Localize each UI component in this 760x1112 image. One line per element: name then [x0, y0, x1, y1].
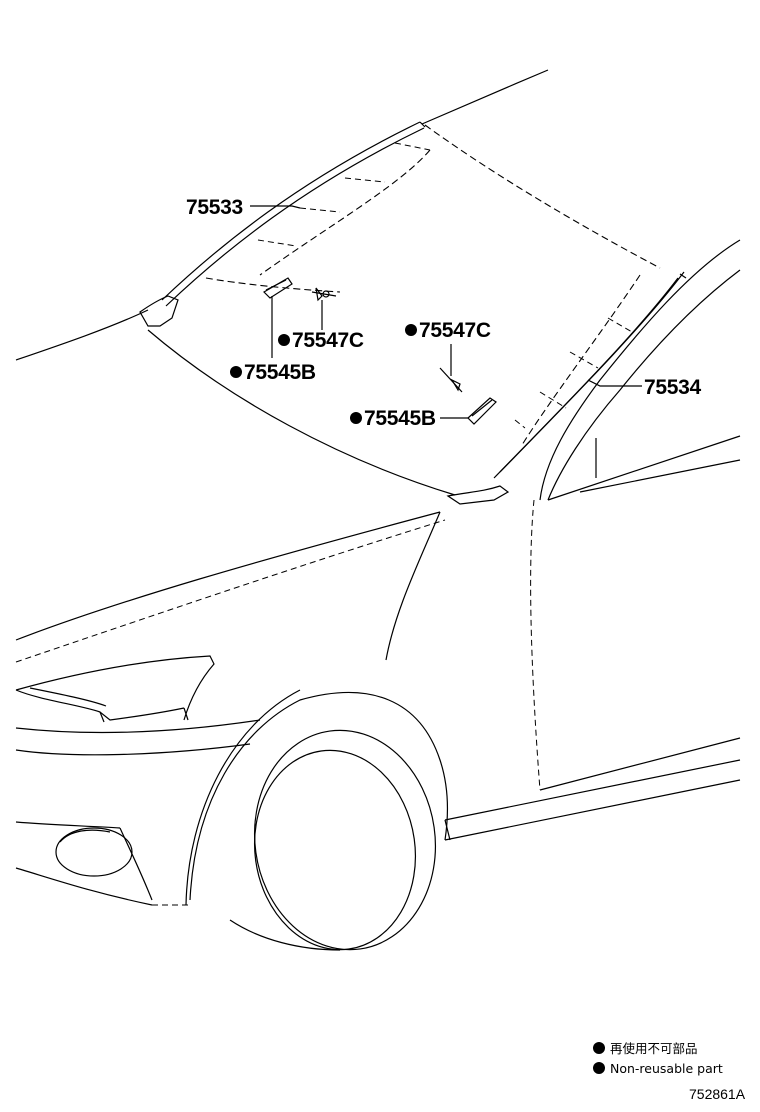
non-reusable-marker — [350, 412, 362, 424]
legend: 再使用不可部品 Non-reusable part — [593, 1041, 723, 1076]
callout-75547c-left: 75547C — [292, 329, 364, 352]
part-clip-left — [311, 287, 337, 302]
legend-bullet-icon — [593, 1062, 605, 1074]
legend-label-en: Non-reusable part — [610, 1061, 723, 1076]
legend-bullet-icon — [593, 1042, 605, 1054]
non-reusable-marker — [405, 324, 417, 336]
leader-75533 — [250, 205, 301, 209]
callout-75534: 75534 — [644, 376, 702, 399]
non-reusable-marker — [230, 366, 242, 378]
legend-label-jp: 再使用不可部品 — [610, 1041, 698, 1056]
leader-75534 — [587, 379, 642, 387]
car-body-outline — [15, 69, 741, 951]
figure-id: 752861A — [689, 1086, 746, 1102]
part-holder-right — [467, 397, 497, 425]
callout-75533: 75533 — [186, 196, 243, 219]
part-holder-left — [263, 277, 293, 299]
callout-75545b-right: 75545B — [364, 407, 436, 430]
callout-75547c-right: 75547C — [419, 319, 491, 342]
part-clip-right — [439, 367, 463, 393]
non-reusable-marker — [278, 334, 290, 346]
callout-75545b-left: 75545B — [244, 361, 316, 384]
